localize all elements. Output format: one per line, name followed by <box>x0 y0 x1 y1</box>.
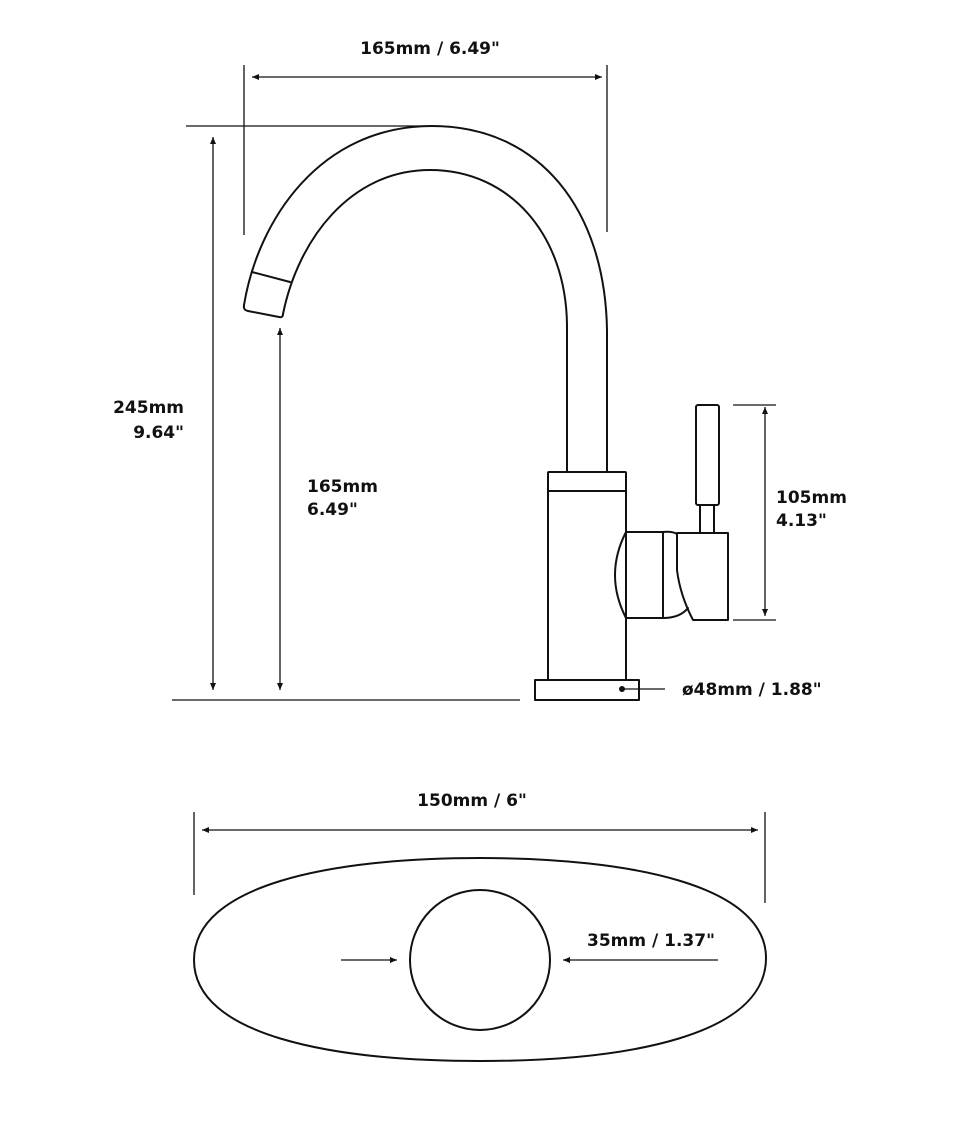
handle-grip <box>695 404 720 506</box>
spout-tip <box>242 304 284 319</box>
faucet-drawing <box>242 125 729 701</box>
spout-inner <box>282 169 568 473</box>
dimension-lines <box>172 65 776 701</box>
base-diameter-label: ø48mm / 1.88" <box>682 680 822 700</box>
deck-plate <box>193 857 767 1062</box>
spout-width-label: 165mm / 6.49" <box>360 39 500 59</box>
handle-lever <box>676 532 729 621</box>
handle-height-mm-label: 105mm <box>776 488 847 508</box>
plate-width-label: 150mm / 6" <box>417 791 527 811</box>
handle-height-in-label: 4.13" <box>776 511 827 531</box>
spout-height-in-label: 6.49" <box>307 500 358 520</box>
hole-diameter-label: 35mm / 1.37" <box>587 931 715 951</box>
handle-stem <box>699 504 715 534</box>
total-height-mm-label: 245mm <box>113 398 184 418</box>
spout-outer <box>243 125 608 473</box>
faucet-base <box>534 679 640 701</box>
valve-housing <box>614 531 664 619</box>
mounting-hole <box>409 889 551 1031</box>
spout-height-mm-label: 165mm <box>307 477 378 497</box>
deck-plate-drawing: 150mm / 6" 35mm / 1.37" <box>193 791 767 1062</box>
valve-joint <box>662 530 689 619</box>
total-height-in-label: 9.64" <box>133 423 184 443</box>
side-view-labels: 165mm / 6.49" 245mm 9.64" 165mm 6.49" 10… <box>113 39 847 700</box>
aerator-line <box>251 271 291 283</box>
